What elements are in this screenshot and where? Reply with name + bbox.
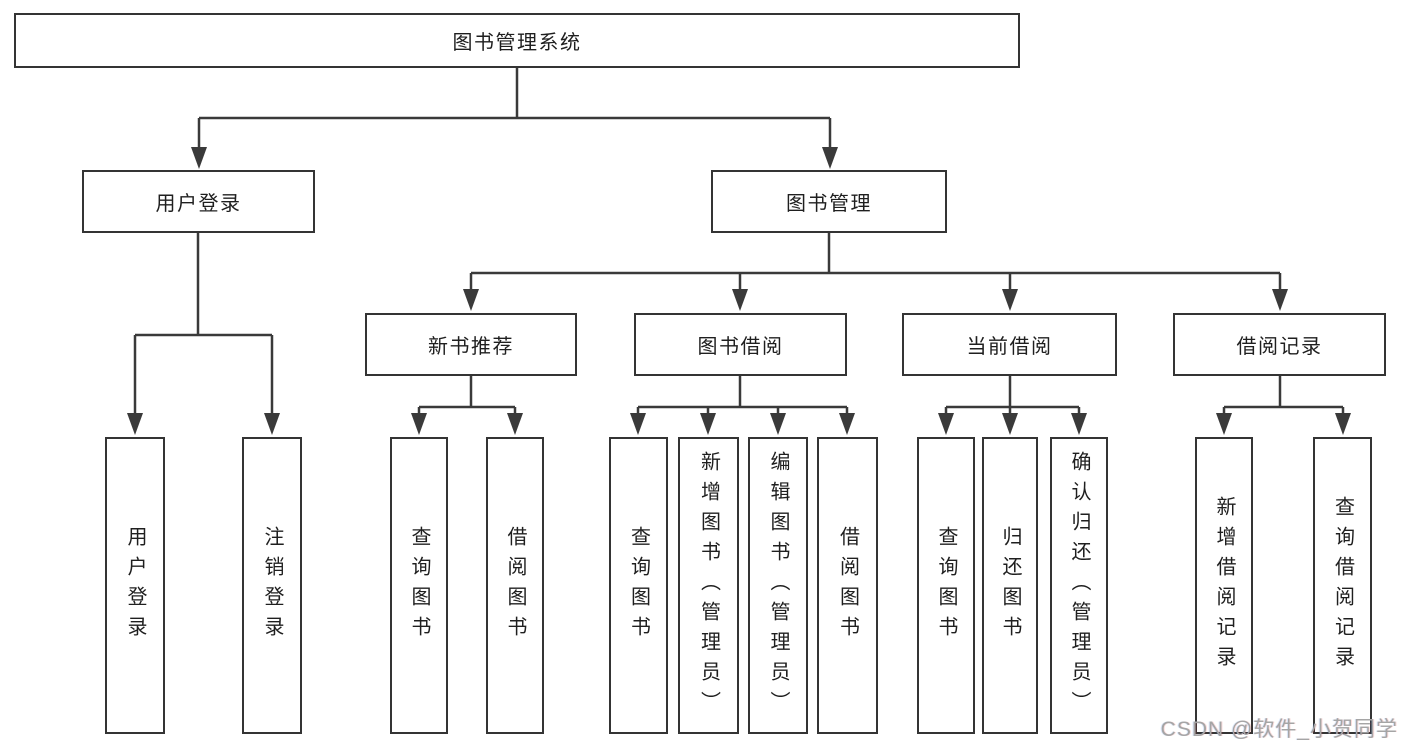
leaf-query-book-borrow-label: 查询图书 — [627, 525, 650, 646]
leaf-confirm-return-admin: 确认归还（管理员） — [1050, 437, 1108, 734]
leaf-return-book: 归还图书 — [982, 437, 1038, 734]
node-book-borrow: 图书借阅 — [634, 313, 847, 376]
leaf-query-borrow-record-label: 查询借阅记录 — [1331, 495, 1354, 676]
node-root: 图书管理系统 — [14, 13, 1020, 68]
leaf-borrow-book-recommend: 借阅图书 — [486, 437, 544, 734]
connector-user-login-split — [127, 233, 280, 435]
leaf-query-book-borrow: 查询图书 — [609, 437, 668, 734]
connector-book-borrow-split — [630, 376, 855, 435]
leaf-query-borrow-record: 查询借阅记录 — [1313, 437, 1372, 734]
leaf-borrow-book-recommend-label: 借阅图书 — [504, 525, 526, 646]
connector-book-mgmt-split — [463, 233, 1288, 311]
leaf-borrow-book: 借阅图书 — [817, 437, 878, 734]
node-user-login-label: 用户登录 — [155, 193, 242, 215]
leaf-query-book-current-label: 查询图书 — [935, 525, 957, 646]
connector-root-split — [191, 68, 838, 169]
connector-borrow-records-split — [1216, 376, 1351, 435]
leaf-add-borrow-record: 新增借阅记录 — [1195, 437, 1253, 734]
node-user-login: 用户登录 — [82, 170, 315, 233]
leaf-logout: 注销登录 — [242, 437, 302, 734]
node-book-management-label: 图书管理 — [786, 193, 872, 215]
node-root-label: 图书管理系统 — [452, 32, 582, 54]
connector-current-borrow-split — [938, 376, 1087, 435]
node-current-borrow-label: 当前借阅 — [966, 336, 1053, 358]
leaf-confirm-return-admin-label: 确认归还（管理员） — [1068, 450, 1090, 721]
leaf-edit-book-admin: 编辑图书（管理员） — [748, 437, 808, 734]
node-borrow-records-label: 借阅记录 — [1236, 336, 1323, 358]
leaf-query-book-recommend-label: 查询图书 — [408, 525, 430, 646]
leaf-return-book-label: 归还图书 — [999, 525, 1021, 646]
node-current-borrow: 当前借阅 — [902, 313, 1117, 376]
leaf-user-login-label: 用户登录 — [124, 525, 146, 646]
leaf-user-login: 用户登录 — [105, 437, 165, 734]
leaf-add-borrow-record-label: 新增借阅记录 — [1213, 495, 1235, 676]
leaf-query-book-recommend: 查询图书 — [390, 437, 448, 734]
node-book-borrow-label: 图书借阅 — [697, 336, 784, 358]
leaf-edit-book-admin-label: 编辑图书（管理员） — [767, 450, 789, 721]
csdn-watermark: CSDN @软件_小贺同学 — [1160, 718, 1398, 741]
leaf-query-book-current: 查询图书 — [917, 437, 975, 734]
leaf-borrow-book-label: 借阅图书 — [836, 525, 859, 646]
node-borrow-records: 借阅记录 — [1173, 313, 1386, 376]
node-book-management: 图书管理 — [711, 170, 947, 233]
connector-new-book-split — [411, 376, 523, 435]
leaf-add-book-admin-label: 新增图书（管理员） — [697, 450, 720, 721]
leaf-logout-label: 注销登录 — [261, 525, 283, 646]
leaf-add-book-admin: 新增图书（管理员） — [678, 437, 739, 734]
node-new-book-recommend-label: 新书推荐 — [428, 336, 514, 358]
node-new-book-recommend: 新书推荐 — [365, 313, 577, 376]
